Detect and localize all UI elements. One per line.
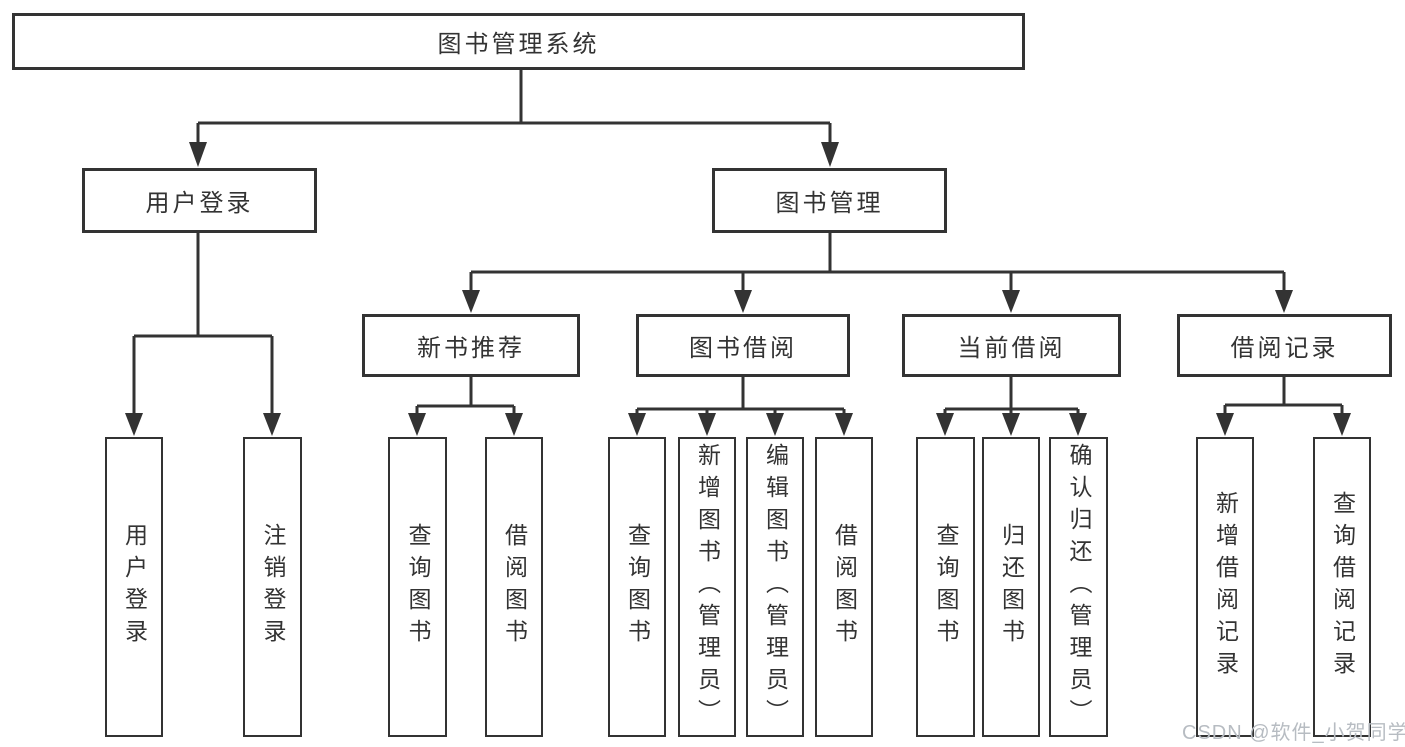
leaf-borrow-add-books-admin-label: 新增图书（管理员） xyxy=(694,443,721,731)
leaf-records-query-record-label: 查询借阅记录 xyxy=(1329,491,1356,683)
leaf-logout: 注销登录 xyxy=(243,437,302,737)
node-current-borrow: 当前借阅 xyxy=(902,314,1121,377)
arrowheads xyxy=(125,142,1351,436)
node-root: 图书管理系统 xyxy=(12,13,1025,70)
node-borrow-records-label: 借阅记录 xyxy=(1230,335,1339,362)
node-book-borrow: 图书借阅 xyxy=(636,314,850,377)
node-user-login: 用户登录 xyxy=(82,168,317,233)
node-new-book-recommend: 新书推荐 xyxy=(362,314,580,377)
node-user-login-label: 用户登录 xyxy=(145,190,254,217)
leaf-records-add-record: 新增借阅记录 xyxy=(1196,437,1254,737)
node-borrow-records: 借阅记录 xyxy=(1177,314,1392,377)
node-book-management: 图书管理 xyxy=(712,168,947,233)
leaf-borrow-borrow-books: 借阅图书 xyxy=(815,437,873,737)
leaf-current-return-books: 归还图书 xyxy=(982,437,1040,737)
leaf-newbook-query-books: 查询图书 xyxy=(388,437,447,737)
node-book-borrow-label: 图书借阅 xyxy=(689,335,797,362)
node-root-label: 图书管理系统 xyxy=(437,31,600,58)
leaf-records-add-record-label: 新增借阅记录 xyxy=(1212,491,1239,683)
leaf-user-login: 用户登录 xyxy=(105,437,163,737)
node-current-borrow-label: 当前借阅 xyxy=(957,335,1066,362)
csdn-watermark: CSDN @软件_小贺同学 xyxy=(1182,722,1405,744)
leaf-newbook-borrow-books: 借阅图书 xyxy=(485,437,543,737)
leaf-current-query-books-label: 查询图书 xyxy=(933,523,959,651)
leaf-current-return-books-label: 归还图书 xyxy=(998,523,1025,651)
leaf-logout-label: 注销登录 xyxy=(260,523,286,651)
leaf-newbook-borrow-books-label: 借阅图书 xyxy=(501,523,528,651)
leaf-records-query-record: 查询借阅记录 xyxy=(1313,437,1371,737)
leaf-borrow-edit-books-admin: 编辑图书（管理员） xyxy=(746,437,804,737)
leaf-user-login-label: 用户登录 xyxy=(121,523,148,651)
leaf-current-query-books: 查询图书 xyxy=(916,437,975,737)
leaf-current-confirm-return-admin: 确认归还（管理员） xyxy=(1049,437,1108,737)
leaf-borrow-edit-books-admin-label: 编辑图书（管理员） xyxy=(762,443,789,731)
leaf-borrow-query-books-label: 查询图书 xyxy=(624,523,651,651)
leaf-borrow-borrow-books-label: 借阅图书 xyxy=(831,523,858,651)
leaf-newbook-query-books-label: 查询图书 xyxy=(405,523,431,651)
leaf-current-confirm-return-admin-label: 确认归还（管理员） xyxy=(1066,443,1092,731)
node-book-management-label: 图书管理 xyxy=(775,190,884,217)
node-new-book-recommend-label: 新书推荐 xyxy=(417,335,525,362)
leaf-borrow-query-books: 查询图书 xyxy=(608,437,666,737)
leaf-borrow-add-books-admin: 新增图书（管理员） xyxy=(678,437,736,737)
